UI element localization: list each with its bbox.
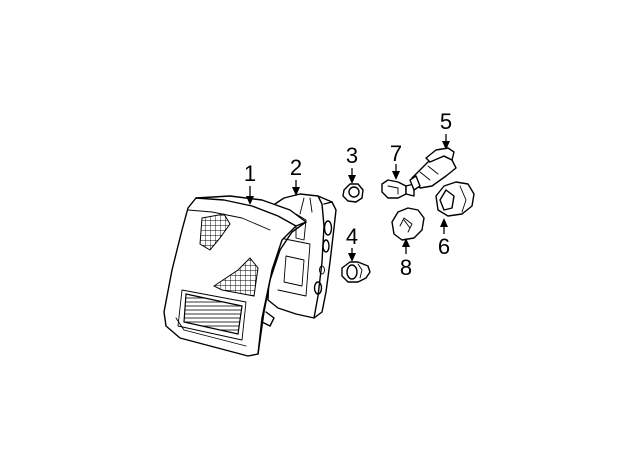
callout-6: 6: [438, 234, 450, 259]
arrow-head-2: [292, 187, 300, 196]
arrow-head-1: [246, 196, 254, 205]
callout-7: 7: [390, 141, 402, 166]
arrow-head-6: [440, 218, 448, 227]
arrow-head-3: [348, 175, 356, 184]
bulb-part: [391, 207, 425, 241]
arrow-head-8: [402, 238, 410, 247]
arrow-head-4: [348, 253, 356, 262]
callout-5: 5: [440, 109, 452, 134]
bulb-socket-part: [341, 261, 371, 283]
callout-4: 4: [346, 224, 358, 249]
wedge-bulb-part: [381, 179, 415, 199]
grommet-part: [342, 183, 364, 203]
callout-3: 3: [346, 143, 358, 168]
large-socket-part: [435, 181, 475, 217]
arrow-head-5: [442, 141, 450, 150]
arrow-head-7: [392, 171, 400, 180]
pigtail-socket-part: [409, 147, 457, 191]
callout-2: 2: [290, 155, 302, 180]
callout-1: 1: [244, 161, 256, 186]
callout-8: 8: [400, 255, 412, 280]
tail-lamp-lens-part: [163, 195, 307, 357]
callout-arrows: [246, 134, 450, 262]
callout-labels: 1 2 3 4 5 6 7 8: [244, 109, 452, 280]
